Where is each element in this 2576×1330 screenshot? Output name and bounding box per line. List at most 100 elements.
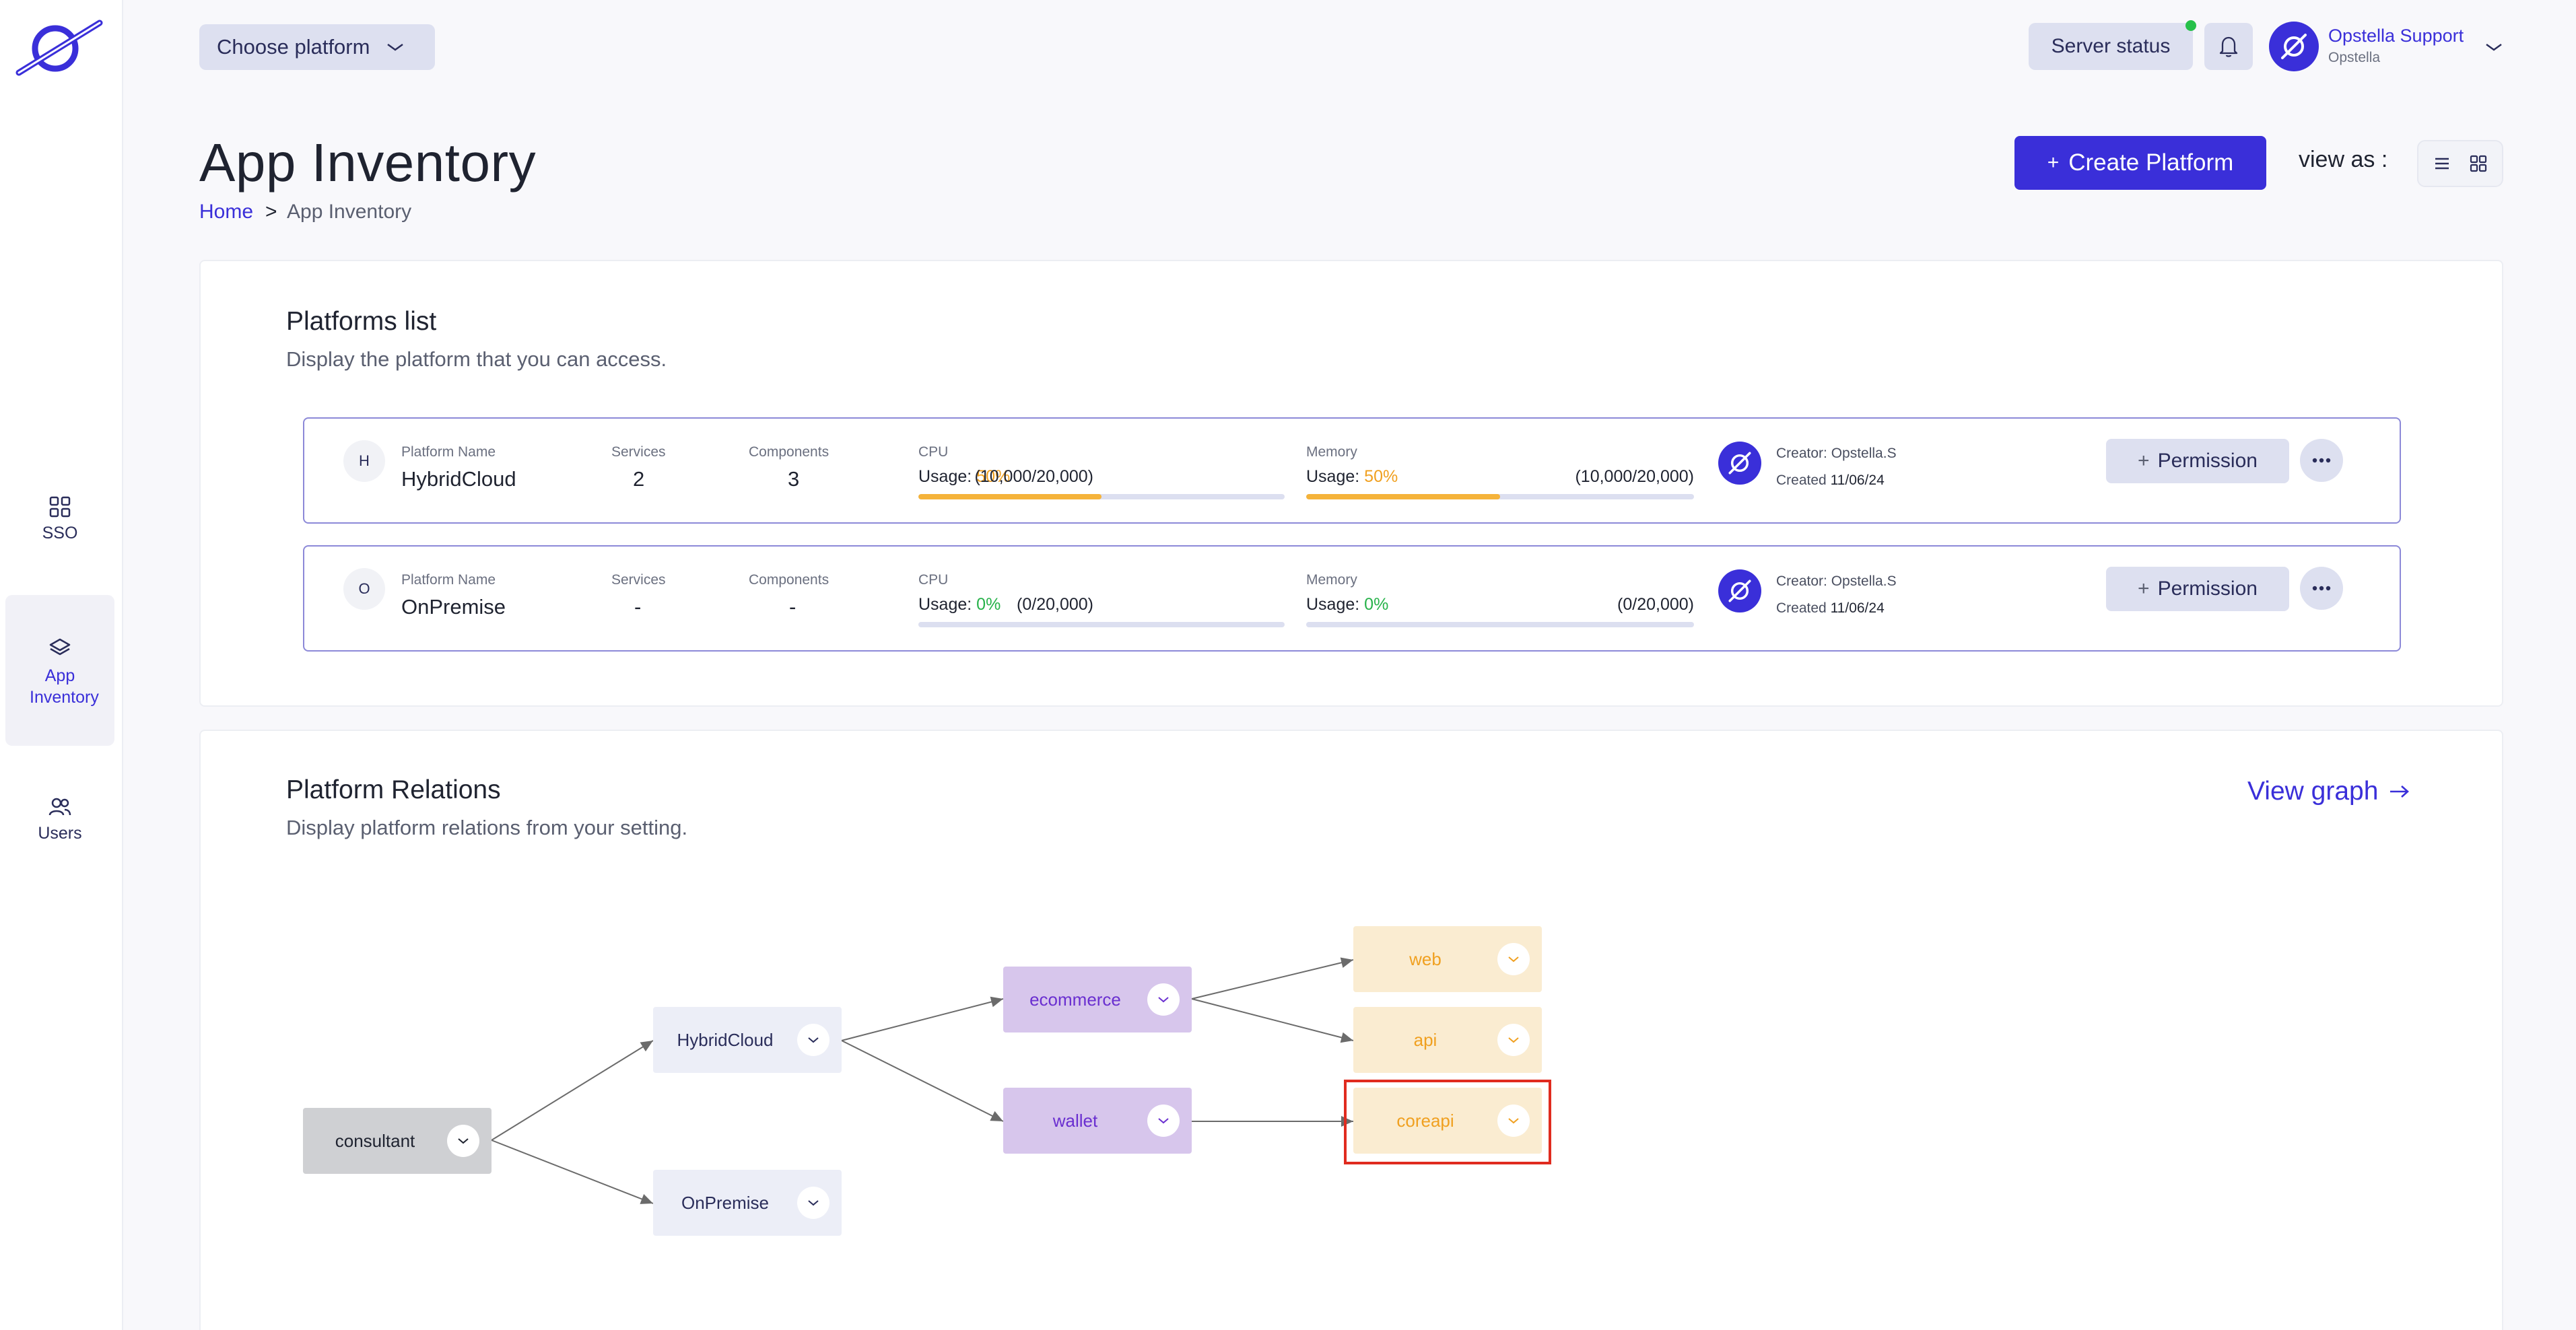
server-status-indicator <box>2185 20 2196 31</box>
node-coreapi[interactable]: coreapi <box>1353 1088 1542 1154</box>
sidebar-item-app-inventory[interactable]: App Inventory <box>5 595 114 746</box>
list-view-icon[interactable] <box>2432 153 2452 174</box>
plus-icon: + <box>2138 578 2150 600</box>
expand-node-button[interactable] <box>447 1125 479 1157</box>
opstella-logo-icon <box>2281 34 2307 59</box>
create-platform-label: Create Platform <box>2068 149 2234 176</box>
created-date-value: 11/06/24 <box>1830 473 1885 488</box>
node-api[interactable]: api <box>1353 1007 1542 1073</box>
edge-hybridcloud-ecommerce <box>841 996 1004 1041</box>
opstella-logo[interactable] <box>13 18 104 78</box>
memory-usage-bar <box>1306 494 1694 499</box>
memory-usage: Usage: 50% <box>1306 467 1398 487</box>
chevron-down-icon <box>1158 997 1169 1003</box>
cpu-usage-bar <box>918 494 1285 499</box>
platform-relations-title: Platform Relations <box>286 775 501 804</box>
memory-amount: (10,000/20,000) <box>1575 467 1694 486</box>
view-as-label: view as : <box>2299 147 2388 172</box>
node-label: coreapi <box>1396 1110 1454 1131</box>
edge-hybridcloud-wallet <box>841 1040 1004 1122</box>
permission-button[interactable]: + Permission <box>2106 567 2289 611</box>
edge-ecommerce-web <box>1191 957 1354 1000</box>
chevron-down-icon <box>808 1200 819 1206</box>
choose-platform-label: Choose platform <box>217 35 370 59</box>
expand-node-button[interactable] <box>1497 1024 1530 1056</box>
cpu-usage-percent: 0% <box>976 595 1001 614</box>
chevron-down-icon <box>458 1138 469 1144</box>
platform-initial-badge: H <box>343 440 385 482</box>
view-graph-link[interactable]: View graph <box>2247 777 2410 806</box>
permission-label: Permission <box>2157 450 2258 472</box>
services-count: 2 <box>633 467 645 491</box>
node-onpremise[interactable]: OnPremise <box>653 1170 842 1236</box>
expand-node-button[interactable] <box>1147 1105 1180 1137</box>
created-label: Created <box>1776 473 1827 488</box>
node-web[interactable]: web <box>1353 926 1542 992</box>
more-options-button[interactable] <box>2300 567 2343 610</box>
arrow-right-icon <box>2390 785 2410 798</box>
expand-node-button[interactable] <box>1147 983 1180 1016</box>
notifications-button[interactable] <box>2204 23 2253 70</box>
expand-node-button[interactable] <box>797 1187 829 1219</box>
edge-ecommerce-api <box>1191 998 1354 1043</box>
expand-node-button[interactable] <box>797 1024 829 1056</box>
creator-avatar <box>1718 569 1761 612</box>
ellipsis-icon <box>2312 458 2331 463</box>
chevron-down-icon <box>387 43 404 51</box>
grid-view-icon[interactable] <box>2468 153 2488 174</box>
sidebar-item-users[interactable]: Users <box>5 796 114 843</box>
page-title: App Inventory <box>199 133 537 193</box>
create-platform-button[interactable]: + Create Platform <box>2014 136 2266 190</box>
created-date: Created 11/06/24 <box>1776 473 1885 489</box>
expand-node-button[interactable] <box>1497 1105 1530 1137</box>
expand-node-button[interactable] <box>1497 943 1530 975</box>
platform-row-onpremise[interactable]: O Platform Name OnPremise Services - Com… <box>303 545 2401 652</box>
node-consultant[interactable]: consultant <box>303 1108 492 1174</box>
permission-button[interactable]: + Permission <box>2106 439 2289 483</box>
node-wallet[interactable]: wallet <box>1003 1088 1192 1154</box>
memory-amount: (0/20,000) <box>1617 595 1694 614</box>
platform-relations-card <box>199 730 2503 1330</box>
user-organization: Opstella <box>2328 50 2381 65</box>
breadcrumb-home-link[interactable]: Home <box>199 201 254 223</box>
created-date-value: 11/06/24 <box>1830 600 1885 616</box>
platforms-list-subtitle: Display the platform that you can access… <box>286 347 667 371</box>
plus-icon: + <box>2138 450 2150 472</box>
memory-label: Memory <box>1306 444 1357 460</box>
cpu-amount: (10,000/20,000) <box>974 467 1093 486</box>
platform-name: OnPremise <box>401 595 506 619</box>
platforms-list-title: Platforms list <box>286 307 437 336</box>
more-options-button[interactable] <box>2300 439 2343 482</box>
edge-consultant-hybridcloud <box>491 1040 654 1141</box>
memory-usage-bar-fill <box>1306 494 1500 499</box>
node-label: HybridCloud <box>677 1029 774 1050</box>
layers-icon <box>49 638 71 656</box>
user-avatar[interactable] <box>2269 22 2319 71</box>
node-ecommerce[interactable]: ecommerce <box>1003 967 1192 1032</box>
platform-initial-badge: O <box>343 568 385 610</box>
node-label: api <box>1413 1029 1437 1050</box>
cpu-usage-percent: 50% <box>976 467 1011 486</box>
components-label: Components <box>749 444 829 460</box>
creator-name: Creator: Opstella.S <box>1776 573 1897 589</box>
opstella-logo-icon <box>1728 452 1751 475</box>
creator-name: Creator: Opstella.S <box>1776 446 1897 461</box>
server-status-button[interactable]: Server status <box>2029 23 2193 70</box>
node-hybridcloud[interactable]: HybridCloud <box>653 1007 842 1073</box>
view-graph-label: View graph <box>2247 777 2379 806</box>
cpu-amount: (0/20,000) <box>1017 595 1093 614</box>
user-name: Opstella Support <box>2328 26 2464 46</box>
choose-platform-dropdown[interactable]: Choose platform <box>199 24 435 70</box>
sidebar-item-sso[interactable]: SSO <box>5 495 114 543</box>
platform-name-label: Platform Name <box>401 572 496 588</box>
usage-label: Usage: <box>918 595 972 614</box>
chevron-down-icon <box>1508 1037 1519 1043</box>
components-count: - <box>789 595 796 619</box>
user-menu-chevron-icon[interactable] <box>2484 42 2503 53</box>
cpu-usage-bar <box>918 622 1285 627</box>
cpu-label: CPU <box>918 572 949 588</box>
node-highlight-box <box>1344 1080 1551 1164</box>
bell-icon <box>2219 36 2238 57</box>
platform-row-hybridcloud[interactable]: H Platform Name HybridCloud Services 2 C… <box>303 417 2401 524</box>
permission-label: Permission <box>2157 578 2258 600</box>
